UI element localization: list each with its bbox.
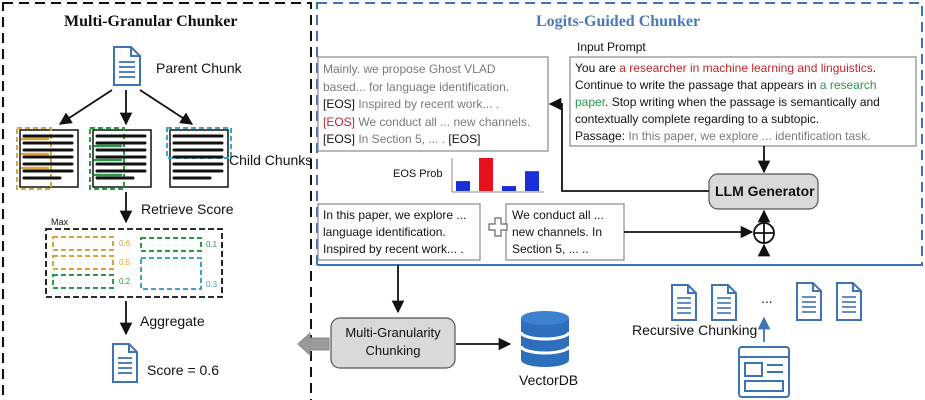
multi-granularity-box (330, 317, 456, 369)
chunk-line: language identification. (323, 225, 446, 239)
prompt-line: You are (575, 61, 620, 75)
score-value: 0.2 (119, 277, 131, 286)
recursive-document-icons (671, 282, 862, 321)
output-text-box (317, 56, 549, 152)
eos-prob-chart (451, 158, 544, 193)
prompt-line: . Stop writing when the passage is seman… (605, 95, 880, 109)
prompt-source: paper (575, 95, 606, 109)
multi-granularity-label: Multi-Granularity Chunking (331, 324, 455, 360)
recursive-chunking-label: Recursive Chunking (632, 322, 758, 338)
eos-bar (479, 158, 493, 191)
output-line: In Section 5, ... . (358, 132, 449, 146)
input-prompt-box (569, 56, 917, 147)
eos-bar (525, 171, 539, 191)
chunk-line: Section 5, ... .. (512, 242, 589, 256)
mg-line: Chunking (365, 343, 421, 358)
right-panel-border (316, 2, 923, 266)
prompt-line: Passage: (575, 129, 629, 143)
prompt-line: Continue to write the passage that appea… (575, 78, 820, 92)
output-text: Mainly. we propose Ghost VLAD based... f… (323, 61, 530, 149)
eos-token: [EOS] (323, 132, 359, 146)
output-line: We conduct all ... new channels. (355, 114, 531, 129)
max-label: Max (51, 217, 69, 227)
prompt-text: You are a researcher in machine learning… (575, 60, 880, 145)
parent-document-icon (113, 46, 141, 86)
chunk-a-text: In this paper, we explore ... language i… (323, 207, 466, 258)
eos-token: [EOS] (448, 132, 481, 146)
llm-generator-label: LLM Generator (715, 183, 815, 199)
input-prompt-label: Input Prompt (577, 40, 646, 54)
chunk-line: We conduct all ... (512, 208, 604, 222)
prompt-source: a research (819, 78, 877, 92)
plus-icon (488, 217, 508, 237)
output-line: based... for language identification. (323, 79, 510, 94)
vectordb-label: VectorDB (519, 372, 579, 388)
chunk-line: In this paper, we explore ... (323, 208, 467, 222)
eos-prob-label: EOS Prob (393, 168, 443, 180)
chunk-a-box (317, 203, 481, 261)
prompt-line: contextually complete regarding to a sub… (575, 112, 820, 126)
parent-chunk-label: Parent Chunk (156, 60, 242, 76)
left-panel-border (2, 2, 312, 400)
score-value: 0.5 (119, 258, 131, 267)
eos-bar (502, 186, 516, 191)
output-line: Inspired by recent work... . (358, 97, 500, 111)
left-arrow-icon (297, 331, 330, 357)
output-line: Mainly. we propose Ghost VLAD (323, 62, 496, 76)
score-value: 0.3 (206, 280, 218, 289)
final-document-icon (112, 343, 138, 383)
circle-plus-icon (753, 222, 775, 244)
left-panel-title: Multi-Granular Chunker (64, 13, 238, 30)
child-chunk-cyan (166, 127, 232, 188)
child-chunk-green (89, 127, 152, 190)
newspaper-icon (738, 346, 790, 398)
eos-bar (456, 181, 470, 191)
score-value: 0.1 (206, 240, 218, 249)
eos-token: [EOS] (323, 97, 359, 111)
recursive-ellipsis: ... (761, 290, 773, 306)
right-panel-title: Logits-Guided Chunker (536, 13, 701, 30)
prompt-line: . (872, 61, 877, 75)
child-chunks-label: Child Chunks (229, 152, 313, 168)
chunk-b-text: We conduct all ... new channels. In Sect… (512, 207, 604, 258)
child-chunk-orange (16, 127, 79, 190)
final-score-label: Score = 0.6 (147, 362, 219, 378)
retrieve-score-label: Retrieve Score (141, 201, 234, 217)
prompt-passage: In this paper, we explore ... identifica… (628, 129, 871, 143)
chunk-line: new channels. In (512, 225, 603, 239)
chunk-line: Inspired by recent work... . (323, 242, 464, 256)
prompt-role: a researcher in machine learning and lin… (619, 61, 873, 75)
score-box (45, 228, 223, 298)
aggregate-label: Aggregate (140, 313, 205, 329)
database-icon (519, 311, 571, 367)
mg-line: Multi-Granularity (345, 325, 441, 340)
score-value: 0.6 (119, 239, 131, 248)
eos-token: [EOS] (323, 114, 356, 129)
